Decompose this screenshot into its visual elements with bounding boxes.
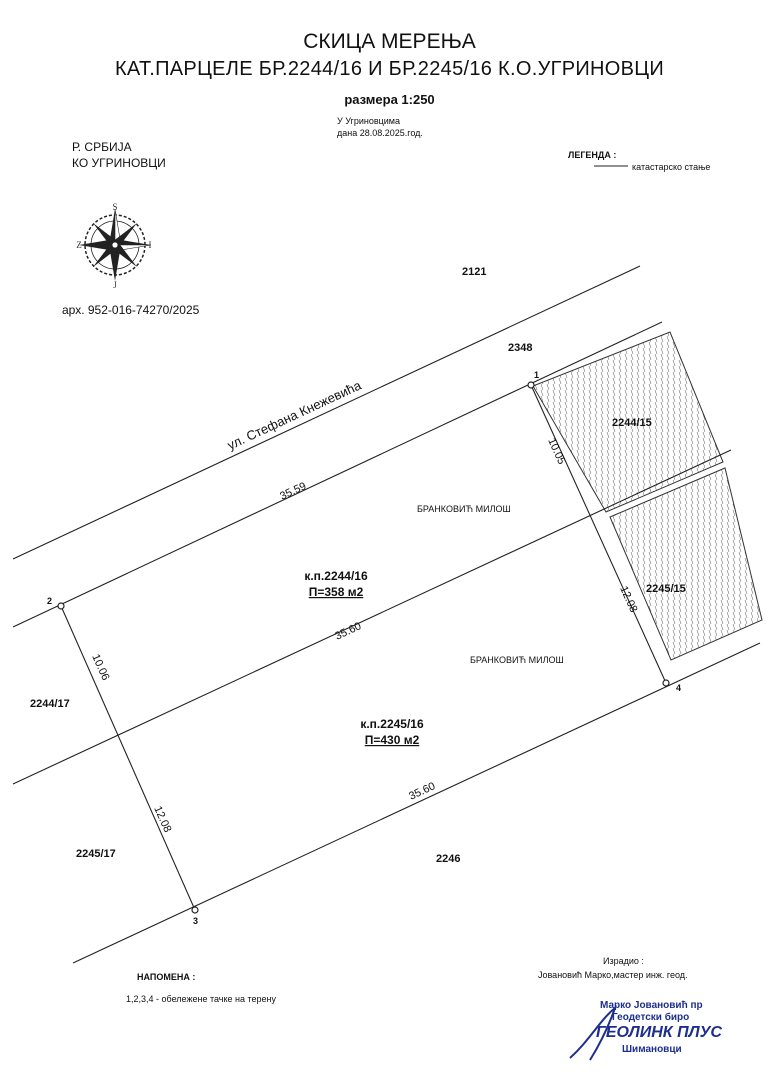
country-label: Р. СРБИЈА bbox=[72, 140, 132, 154]
compass-rose-icon bbox=[79, 208, 152, 281]
compass-north-letter: S bbox=[112, 202, 117, 212]
stamp-line-4: Шимановци bbox=[622, 1044, 682, 1055]
municipality-label: КО УГРИНОВЦИ bbox=[72, 156, 166, 170]
place-text: У Угриновцима bbox=[337, 116, 400, 126]
point-4-label: 4 bbox=[676, 683, 681, 693]
west-boundary-line bbox=[60, 605, 196, 911]
dimension-bottom: 35.60 bbox=[407, 780, 437, 803]
street-line-upper bbox=[12, 265, 641, 560]
dimension-middle: 35.60 bbox=[333, 620, 363, 643]
compass-west-letter: Z bbox=[76, 240, 82, 250]
drawing-title: СКИЦА МЕРЕЊА bbox=[303, 30, 476, 53]
point-2-label: 2 bbox=[47, 596, 52, 606]
compass-east-letter: I bbox=[149, 240, 152, 250]
note-title: НАПОМЕНА : bbox=[137, 972, 196, 982]
building-2245-15 bbox=[609, 467, 763, 661]
drawing-subtitle: КАТ.ПАРЦЕЛЕ БР.2244/16 И БР.2245/16 К.О.… bbox=[114, 58, 665, 80]
signature-mark bbox=[569, 1005, 618, 1061]
parcel-2245-16-area: П=430 м2 bbox=[365, 733, 420, 747]
east-boundary-line bbox=[530, 384, 667, 684]
legend-title: ЛЕГЕНДА : bbox=[568, 150, 617, 160]
drawing-scale: размера 1:250 bbox=[344, 92, 435, 107]
stamp-line-1: Марко Јовановић пр bbox=[600, 1000, 703, 1011]
parcel-2244-15-label: 2244/15 bbox=[612, 417, 652, 429]
parcel-2244-16-label: к.п.2244/16 bbox=[304, 569, 368, 583]
parcel-2245-16-label: к.п.2245/16 bbox=[360, 717, 424, 731]
parcel-2121-label: 2121 bbox=[462, 266, 486, 278]
point-1-label: 1 bbox=[534, 370, 539, 380]
street-line-lower bbox=[12, 321, 663, 628]
note-text: 1,2,3,4 - обележене тачке на терену bbox=[126, 994, 276, 1004]
owner-1-label: БРАНКОВИЋ МИЛОШ bbox=[417, 504, 511, 514]
point-2-marker bbox=[57, 602, 65, 610]
legend-item: катастарско стање bbox=[632, 162, 711, 172]
parcel-2245-17-label: 2245/17 bbox=[76, 848, 116, 860]
author-name: Јовановић Марко,мастер инж. геод. bbox=[538, 970, 688, 980]
parcel-2245-15-label: 2245/15 bbox=[646, 583, 686, 595]
made-by-label: Израдио : bbox=[603, 956, 644, 966]
dimension-right-upper: 10.05 bbox=[545, 436, 567, 466]
parcel-2348-label: 2348 bbox=[508, 342, 532, 354]
point-1-marker bbox=[527, 381, 535, 389]
parcel-2244-17-label: 2244/17 bbox=[30, 698, 70, 710]
street-name-label: ул. Стефана Кнежевића bbox=[225, 377, 364, 453]
owner-2-label: БРАНКОВИЋ МИЛОШ bbox=[470, 655, 564, 665]
stamp-line-3: ГЕОЛИНК ПЛУС bbox=[596, 1024, 722, 1041]
parcel-2246-label: 2246 bbox=[436, 853, 460, 865]
parcel-south-line bbox=[72, 642, 761, 964]
dimension-top: 35.59 bbox=[278, 480, 308, 503]
point-3-label: 3 bbox=[193, 916, 198, 926]
building-2244-15 bbox=[532, 331, 724, 513]
parcel-2244-16-area: П=358 м2 bbox=[309, 585, 364, 599]
parcel-divider-line bbox=[12, 449, 732, 785]
archive-number: арх. 952-016-74270/2025 bbox=[62, 303, 200, 317]
compass-south-letter: J bbox=[113, 280, 117, 290]
office-stamp: Марко Јовановић пр Геодетски биро ГЕОЛИН… bbox=[560, 1000, 760, 1064]
stamp-line-2: Геодетски биро bbox=[612, 1012, 690, 1023]
date-text: дана 28.08.2025.год. bbox=[337, 128, 423, 138]
point-4-marker bbox=[662, 679, 670, 687]
dimension-right-lower: 12.08 bbox=[617, 584, 639, 614]
point-3-marker bbox=[191, 906, 199, 914]
